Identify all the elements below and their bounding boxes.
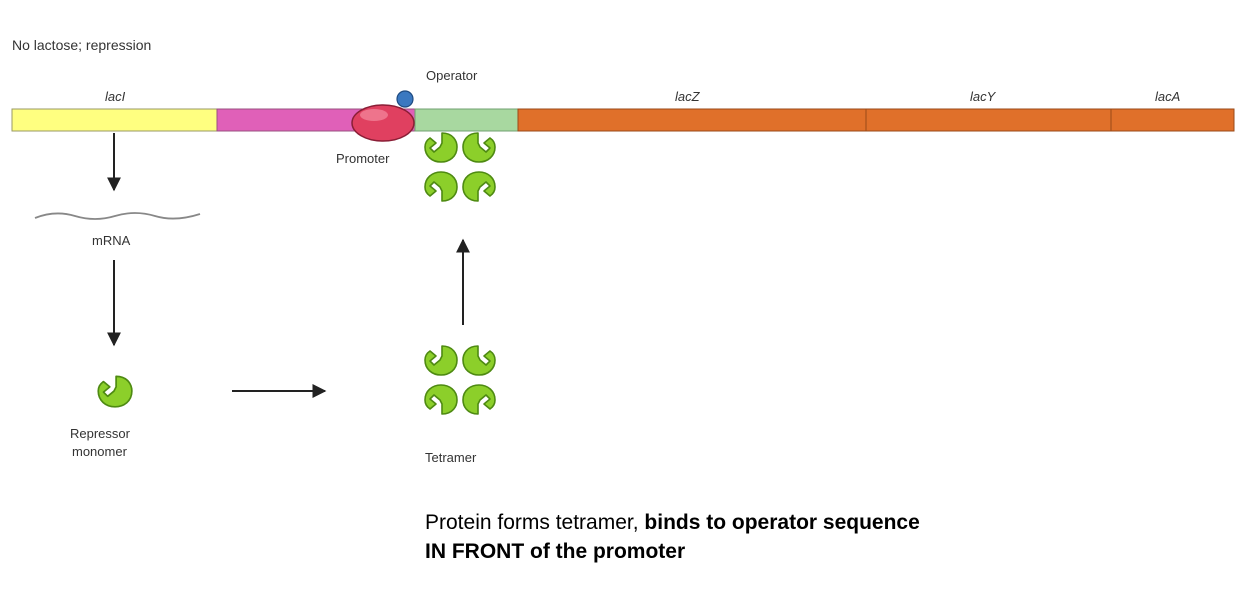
lacy-label: lacY	[970, 89, 997, 104]
tetramer-label: Tetramer	[425, 450, 477, 465]
laca-label: lacA	[1155, 89, 1180, 104]
laca-segment	[1110, 108, 1235, 132]
operator-label: Operator	[426, 68, 478, 83]
caption: Protein forms tetramer, binds to operato…	[425, 508, 1225, 566]
laci-label: lacI	[105, 89, 126, 104]
promoter-label: Promoter	[336, 151, 390, 166]
lacz-label: lacZ	[675, 89, 701, 104]
caption-plain: Protein forms tetramer,	[425, 511, 645, 534]
caption-bold-line2: IN FRONT of the promoter	[425, 540, 686, 563]
inducer-dot-icon	[396, 90, 414, 108]
laci-segment	[11, 108, 218, 132]
repressor-monomer-icon	[97, 375, 133, 408]
bound-tetramer-icon	[424, 132, 496, 202]
repressor-tetramer-icon	[424, 345, 496, 415]
dna-strand	[11, 108, 1235, 132]
lacz-segment	[517, 108, 867, 132]
mrna-label: mRNA	[92, 233, 131, 248]
rna-polymerase-icon	[351, 104, 415, 142]
repressor-label-line1: Repressor	[70, 426, 131, 441]
diagram-title: No lactose; repression	[12, 37, 151, 53]
lacy-segment	[865, 108, 1112, 132]
operator-segment	[414, 108, 519, 132]
repressor-label-line2: monomer	[72, 444, 128, 459]
caption-bold-line1: binds to operator sequence	[644, 511, 920, 534]
mrna-strand-icon	[34, 212, 201, 220]
